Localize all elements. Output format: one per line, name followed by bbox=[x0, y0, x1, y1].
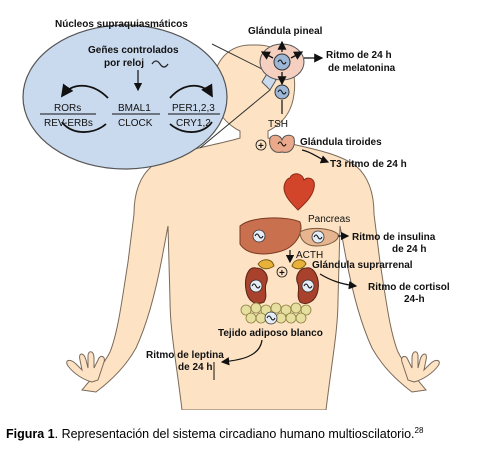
caption-reference: 28 bbox=[414, 426, 424, 435]
cortisol-label-line1: Ritmo de cortisol bbox=[368, 282, 450, 293]
white-adipose-tissue bbox=[240, 302, 312, 324]
adrenal-gland-label: Glándula suprarrenal bbox=[312, 260, 413, 271]
feedback-loop-right-bottom bbox=[169, 121, 213, 133]
pituitary-clock-icon bbox=[277, 89, 287, 95]
left-kidney-clock-icon bbox=[251, 283, 261, 289]
feedback-loop-left-arrow bbox=[60, 83, 109, 99]
t3-rhythm-label: T3 ritmo de 24 h bbox=[330, 159, 407, 170]
pancreas-clock-icon bbox=[313, 234, 323, 240]
thyroid-gland-label: Glándula tiroides bbox=[300, 137, 382, 148]
heart bbox=[283, 173, 315, 211]
gene-rors: RORs bbox=[54, 103, 81, 114]
t3-arrow bbox=[301, 149, 330, 164]
adrenal-plus-sign: + bbox=[279, 268, 285, 279]
right-adrenal-gland bbox=[291, 259, 307, 270]
insulin-label-line2: de 24 h bbox=[392, 244, 426, 255]
oscillation-wave-icon bbox=[151, 60, 169, 68]
adipose-clock-icon bbox=[266, 315, 276, 321]
thyroid-plus-sign: + bbox=[258, 141, 264, 152]
feedback-loop-left-bottom bbox=[61, 121, 107, 133]
figure-caption: Figura 1. Representación del sistema cir… bbox=[6, 426, 501, 441]
left-adrenal-gland bbox=[257, 259, 275, 270]
pineal-gland-label: Glándula pineal bbox=[248, 26, 323, 37]
liver bbox=[239, 217, 302, 255]
thyroid-plus-circle bbox=[255, 139, 267, 151]
gene-clock: CLOCK bbox=[118, 118, 153, 129]
leptin-label-line2: de 24 h bbox=[178, 362, 212, 373]
cortisol-label-line2: 24-h bbox=[404, 294, 425, 305]
clock-controlled-genes-line1: Geñes controlados bbox=[88, 45, 179, 56]
tsh-label: TSH bbox=[268, 119, 288, 130]
adrenal-plus-circle bbox=[276, 266, 288, 278]
gene-rev-erbs: REV-ERBs bbox=[44, 118, 93, 129]
figure-label: Figura 1 bbox=[6, 427, 55, 442]
melatonin-label-line2: de melatonina bbox=[328, 63, 396, 74]
right-hand bbox=[401, 351, 440, 383]
left-hand bbox=[66, 351, 105, 383]
pineal-clock-icon bbox=[277, 59, 287, 65]
cortisol-arrow bbox=[319, 273, 358, 290]
zoom-line-bottom bbox=[199, 89, 271, 149]
leptin-label-line1: Ritmo de leptina bbox=[146, 350, 224, 361]
acth-label: ACTH bbox=[296, 250, 323, 261]
zoom-line-top bbox=[211, 43, 269, 73]
leptin-arrow bbox=[220, 339, 263, 366]
thyroid-clock-icon bbox=[277, 141, 287, 147]
liver-clock-icon bbox=[254, 233, 264, 239]
pineal-arrow-right bbox=[290, 51, 304, 60]
melatonin-label-line1: Ritmo de 24 h bbox=[326, 50, 392, 61]
clock-controlled-genes-line2: por reloj bbox=[104, 58, 144, 69]
right-kidney-clock-icon bbox=[303, 283, 313, 289]
caption-text: . Representación del sistema circadiano … bbox=[54, 427, 415, 442]
pineal-arrow-left bbox=[260, 51, 274, 60]
pancreas-label: Pancreas bbox=[308, 214, 350, 225]
suprachiasmatic-nucleus-zoom bbox=[22, 24, 228, 170]
nucleus-title: Núcleos supraquiasmáticos bbox=[55, 19, 188, 30]
circadian-diagram: Núcleos supraquiasmáticos Geñes controla… bbox=[22, 19, 450, 411]
gene-per: PER1,2,3 bbox=[172, 103, 215, 114]
insulin-label-line1: Ritmo de insulina bbox=[352, 232, 436, 243]
gene-bmal1: BMAL1 bbox=[118, 103, 151, 114]
adipose-tissue-label: Tejido adiposo blanco bbox=[218, 328, 323, 339]
gene-cry: CRY1,2 bbox=[176, 118, 211, 129]
feedback-loop-right-arrow bbox=[169, 83, 213, 99]
